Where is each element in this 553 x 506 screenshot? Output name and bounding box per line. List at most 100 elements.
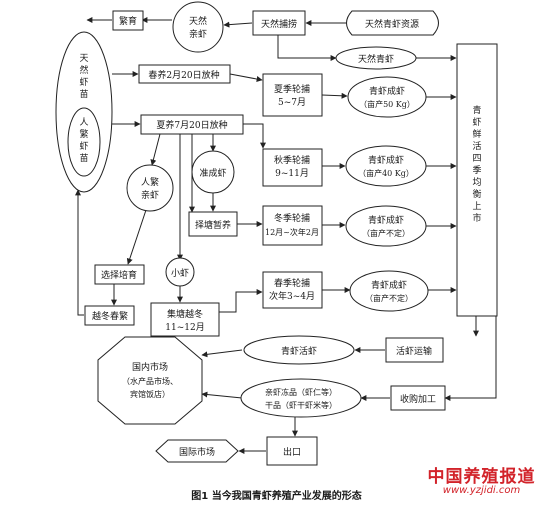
international-market-hexagon bbox=[155, 439, 239, 463]
near-adult-circle bbox=[191, 150, 235, 194]
spring-stocking-box bbox=[138, 64, 231, 84]
winter-capture-line-2: 12月~次年2月 bbox=[265, 227, 319, 237]
temp-holding-label: 择塘暂养 bbox=[195, 219, 231, 231]
export-label: 出口 bbox=[283, 446, 301, 458]
wild-broodstock-line-1: 天然 bbox=[189, 15, 207, 27]
human-bred-seedling-char-3: 虾 bbox=[79, 140, 88, 152]
near-adult-label: 准成虾 bbox=[199, 167, 226, 179]
human-bred-seedling-char-1: 人 bbox=[79, 117, 88, 128]
pooled-overwinter-line-2: 11~12月 bbox=[165, 322, 204, 333]
spring-capture-line-2: 次年3~4月 bbox=[269, 290, 315, 302]
winter-capture-line-1: 冬季轮捕 bbox=[274, 212, 310, 224]
wild-seedling-char-2: 然 bbox=[79, 64, 88, 76]
live-transport-box bbox=[385, 337, 444, 363]
overwinter-spring-breed-box bbox=[84, 305, 135, 326]
processing-label: 收购加工 bbox=[400, 393, 436, 405]
human-bred-broodstock-line-1: 人繁 bbox=[141, 176, 159, 188]
domestic-market-octagon bbox=[97, 336, 203, 425]
export-box bbox=[266, 436, 318, 466]
live-transport-label: 活虾运输 bbox=[396, 345, 432, 357]
wild-resource-label: 天然青虾资源 bbox=[365, 18, 419, 30]
winter-adult-line-1: 青虾成虾 bbox=[368, 214, 404, 226]
wild-seedling-char-3: 虾 bbox=[79, 76, 88, 88]
human-bred-seedling-ellipse bbox=[67, 107, 101, 177]
international-market-label: 国际市场 bbox=[179, 446, 215, 458]
market-char-8: 衡 bbox=[472, 188, 481, 200]
breeding-label: 繁育 bbox=[119, 15, 137, 27]
autumn-adult-ellipse bbox=[345, 145, 427, 187]
frozen-dried-ellipse bbox=[240, 378, 362, 418]
selective-breeding-box bbox=[94, 264, 145, 285]
market-char-7: 均 bbox=[472, 176, 481, 188]
summer-capture-line-1: 夏季轮捕 bbox=[274, 83, 310, 95]
market-column-box bbox=[456, 43, 498, 317]
market-char-10: 市 bbox=[472, 212, 481, 224]
wild-seedling-char-1: 天 bbox=[79, 54, 88, 64]
wild-capture-box bbox=[252, 10, 306, 36]
breeding-box bbox=[112, 10, 144, 31]
autumn-capture-box bbox=[262, 148, 323, 187]
human-bred-broodstock-line-2: 亲虾 bbox=[141, 189, 159, 201]
winter-adult-line-2: （亩产不定） bbox=[362, 228, 410, 238]
market-char-1: 青 bbox=[472, 104, 481, 116]
summer-stocking-box bbox=[140, 114, 244, 135]
autumn-capture-line-2: 9~11月 bbox=[275, 168, 309, 179]
market-char-9: 上 bbox=[472, 201, 481, 212]
small-shrimp-circle bbox=[165, 257, 195, 287]
spring-adult-line-2: （亩产不定） bbox=[365, 293, 413, 303]
spring-stocking-label: 春养2月20日放种 bbox=[148, 69, 219, 81]
spring-adult-ellipse bbox=[349, 270, 429, 312]
pooled-overwinter-box bbox=[150, 302, 220, 337]
pooled-overwinter-line-1: 集塘越冬 bbox=[167, 308, 203, 320]
autumn-adult-line-1: 青虾成虾 bbox=[368, 154, 404, 166]
connectors bbox=[75, 17, 497, 454]
wild-seedling-char-4: 苗 bbox=[79, 89, 88, 100]
live-shrimp-label: 青虾活虾 bbox=[281, 345, 317, 357]
market-char-5: 四 bbox=[472, 154, 481, 164]
selective-breeding-label: 选择培育 bbox=[101, 269, 137, 281]
small-shrimp-label: 小虾 bbox=[171, 267, 189, 279]
wild-broodstock-line-2: 亲虾 bbox=[189, 28, 207, 40]
wild-seedling-label: 天 然 虾 苗 bbox=[79, 54, 88, 100]
figure-caption: 图1 当今我国青虾养殖产业发展的形态 bbox=[191, 491, 362, 502]
domestic-market-line-1: 国内市场 bbox=[132, 361, 168, 373]
overwinter-spring-breed-label: 越冬春繁 bbox=[92, 310, 128, 322]
autumn-capture-line-1: 秋季轮捕 bbox=[274, 154, 310, 166]
market-char-4: 活 bbox=[472, 140, 481, 152]
human-bred-broodstock-circle bbox=[126, 164, 174, 212]
summer-adult-ellipse bbox=[347, 76, 427, 118]
market-char-6: 季 bbox=[472, 164, 481, 176]
spring-adult-line-1: 青虾成虾 bbox=[371, 279, 407, 291]
winter-capture-box bbox=[262, 205, 323, 246]
temp-holding-box bbox=[188, 211, 238, 237]
domestic-market-line-3: 宾馆饭店） bbox=[130, 389, 170, 399]
frozen-dried-line-1: 亲虾冻品（虾仁等） bbox=[265, 387, 337, 397]
live-shrimp-ellipse bbox=[243, 335, 355, 365]
autumn-adult-line-2: （亩产40 Kg） bbox=[358, 168, 414, 178]
watermark-title: 中国养殖报道 bbox=[427, 467, 536, 487]
processing-box bbox=[390, 385, 446, 411]
human-bred-seedling-char-4: 苗 bbox=[79, 153, 88, 164]
domestic-market-line-2: （水产品市场、 bbox=[122, 376, 178, 386]
spring-capture-line-1: 春季轮捕 bbox=[274, 277, 310, 289]
summer-capture-box bbox=[262, 73, 323, 117]
market-char-2: 虾 bbox=[472, 116, 481, 128]
wild-broodstock-circle bbox=[172, 1, 224, 53]
human-bred-seedling-label: 人 繁 虾 苗 bbox=[79, 117, 88, 164]
market-char-3: 鲜 bbox=[472, 128, 481, 140]
watermark-url: www.yzjidi.com bbox=[442, 485, 521, 496]
spring-capture-box bbox=[262, 271, 323, 309]
market-column-label: 青 虾 鲜 活 四 季 均 衡 上 市 bbox=[472, 104, 481, 224]
winter-adult-ellipse bbox=[345, 205, 427, 247]
summer-adult-line-2: （亩产50 Kg） bbox=[359, 99, 415, 109]
wild-resource-shape bbox=[346, 10, 439, 36]
human-bred-seedling-char-2: 繁 bbox=[79, 128, 88, 140]
summer-stocking-label: 夏养7月20日放种 bbox=[156, 119, 227, 131]
wild-shrimp-ellipse bbox=[335, 46, 417, 70]
frozen-dried-line-2: 干品（虾干虾米等） bbox=[265, 400, 337, 410]
summer-adult-line-1: 青虾成虾 bbox=[369, 85, 405, 97]
wild-capture-label: 天然捕捞 bbox=[261, 18, 297, 30]
wild-shrimp-label: 天然青虾 bbox=[358, 53, 394, 65]
summer-capture-line-2: 5~7月 bbox=[278, 97, 306, 108]
